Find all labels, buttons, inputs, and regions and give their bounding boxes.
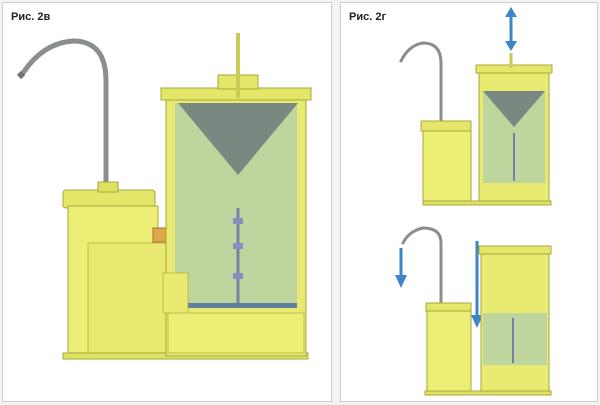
faucet-pipe-bottom — [401, 226, 443, 305]
pitcher-body-top — [422, 130, 472, 202]
filter-diagram-assembled — [16, 33, 312, 360]
figure-label: Рис. 2в — [11, 11, 51, 23]
pitcher-body-bottom — [426, 310, 472, 394]
faucet-pipe — [20, 38, 109, 191]
faucet-pipe-top — [399, 41, 443, 123]
pitcher-lid — [62, 189, 156, 209]
figure-label: Рис. 2г — [349, 11, 387, 23]
figure-panel-2v: Рис. 2в — [2, 2, 332, 402]
cone-filter — [178, 103, 298, 175]
cone-filter-top — [483, 91, 545, 127]
filter-diagram-steps — [395, 7, 553, 396]
figure-panel-2g: Рис. 2г — [340, 2, 598, 402]
